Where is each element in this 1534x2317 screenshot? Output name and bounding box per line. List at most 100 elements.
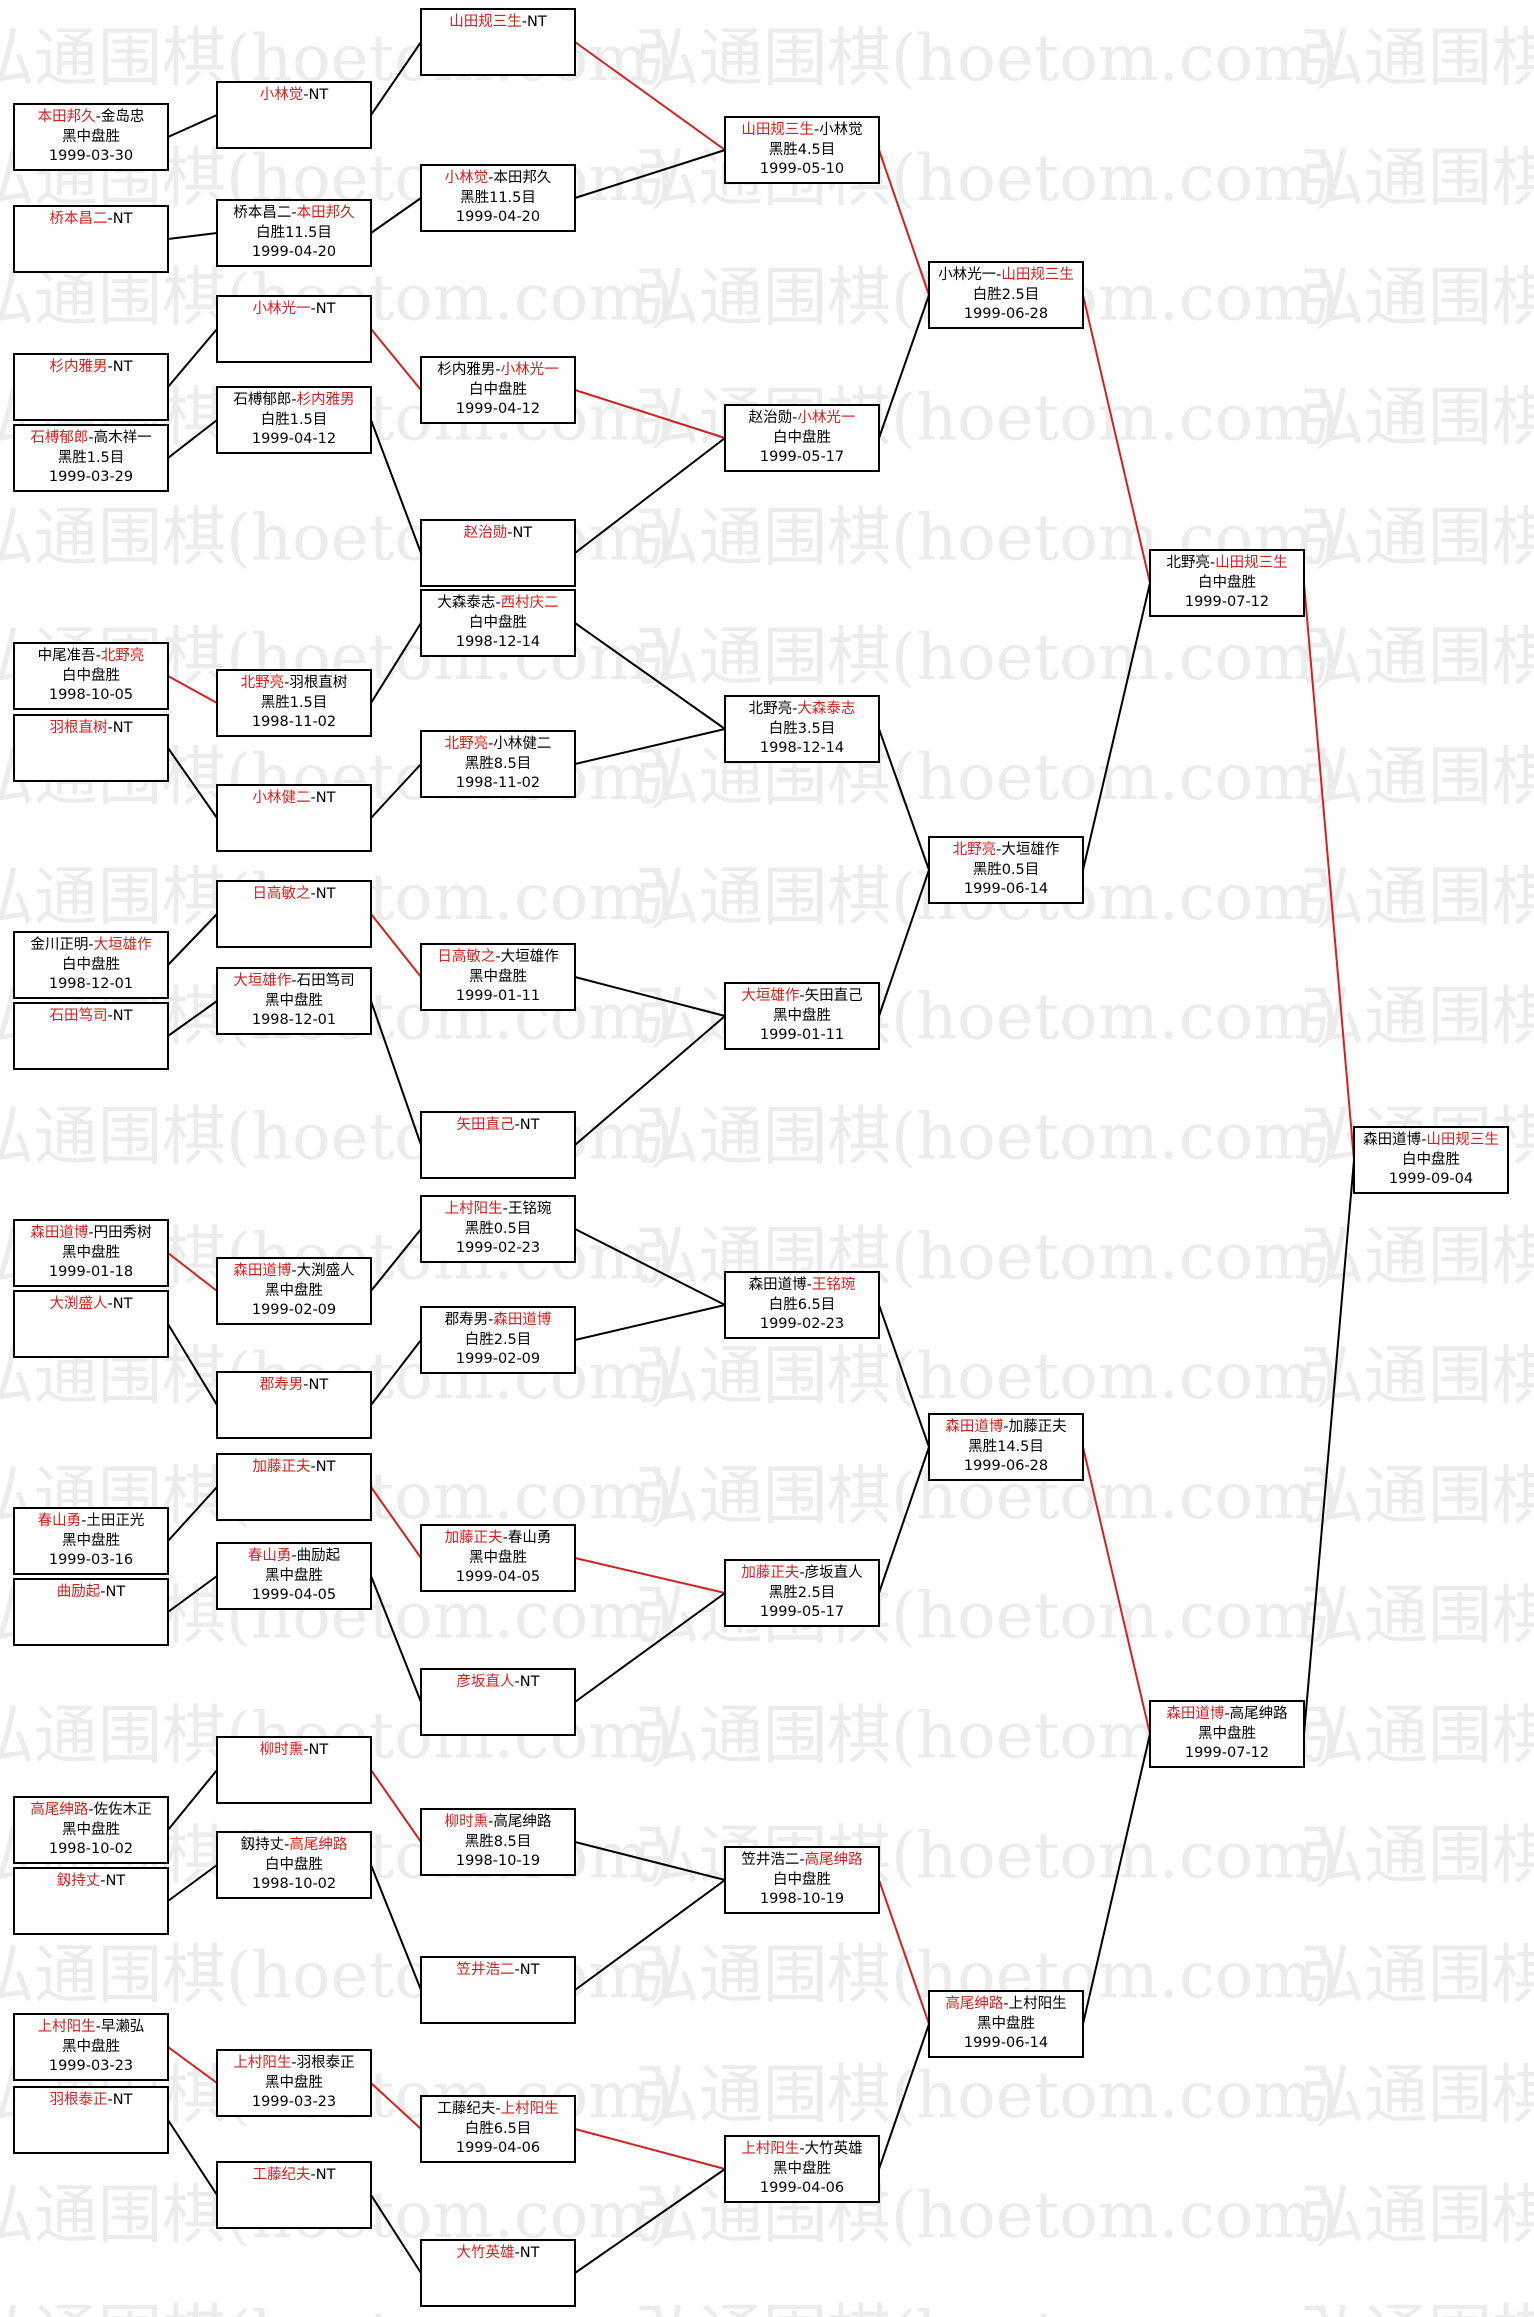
player-1-name: 大森泰志 xyxy=(437,594,495,611)
match-players: 大垣雄作-石田笃司 xyxy=(233,972,354,989)
match-box: 小林健二-NT xyxy=(216,784,372,852)
player-separator: - xyxy=(108,720,113,736)
match-box-border xyxy=(420,519,576,587)
match-players: 赵治勋-NT xyxy=(464,524,533,541)
player-2-name: NT xyxy=(113,211,133,227)
player-separator: - xyxy=(814,122,819,138)
player-separator: - xyxy=(284,675,289,691)
match-result: 黑中盘胜 xyxy=(265,2073,323,2091)
player-1-name: 笠井浩二 xyxy=(457,1961,515,1978)
player-separator: - xyxy=(1224,1706,1229,1722)
player-1-name: 森田道博 xyxy=(1363,1131,1421,1148)
bracket-connector xyxy=(878,1304,930,1448)
bracket-connector xyxy=(167,2046,218,2084)
match-date: 1999-04-05 xyxy=(456,1569,540,1585)
match-box-border xyxy=(13,424,169,492)
bracket-connector xyxy=(370,763,422,819)
match-date: 1998-10-05 xyxy=(49,687,133,703)
match-players: 工藤纪夫-NT xyxy=(253,2166,336,2183)
player-2-name: 王铭琬 xyxy=(812,1276,856,1293)
match-box-border xyxy=(724,1271,880,1339)
player-1-name: 小林觉 xyxy=(445,169,489,186)
player-1-name: 釼持丈 xyxy=(57,1872,101,1889)
bracket-connector xyxy=(878,2023,930,2170)
player-1-name: 釼持丈 xyxy=(241,1836,285,1853)
player-1-name: 柳时熏 xyxy=(260,1741,304,1758)
match-players: 北野亮-羽根直树 xyxy=(241,674,348,691)
match-players: 日高敏之-NT xyxy=(253,885,336,902)
player-2-name: 土田正光 xyxy=(86,1512,144,1529)
match-result: 黑胜1.5目 xyxy=(261,694,328,711)
player-1-name: 杉内雅男 xyxy=(437,361,495,378)
player-1-name: 金川正明 xyxy=(30,936,88,953)
match-date: 1999-03-23 xyxy=(252,2094,336,2110)
bracket-connector xyxy=(370,419,422,554)
bracket-connector xyxy=(1303,582,1355,1161)
player-1-name: 北野亮 xyxy=(1166,554,1210,571)
match-result: 白中盘胜 xyxy=(773,428,831,446)
player-2-name: NT xyxy=(513,525,533,541)
player-2-name: 本田邦久 xyxy=(493,169,551,186)
player-1-name: 北野亮 xyxy=(953,841,997,858)
bracket-connector xyxy=(574,1557,726,1594)
player-separator: - xyxy=(291,973,296,989)
match-players: 加藤正夫-春山勇 xyxy=(445,1529,552,1546)
match-box-border xyxy=(420,589,576,657)
match-box-border xyxy=(724,404,880,472)
match-players: 小林健二-NT xyxy=(253,789,336,806)
match-players: 北野亮-大垣雄作 xyxy=(953,841,1060,858)
player-separator: - xyxy=(291,205,296,221)
match-result: 白胜2.5目 xyxy=(973,286,1040,303)
match-players: 赵治勋-小林光一 xyxy=(749,409,856,426)
player-separator: - xyxy=(100,1584,105,1600)
match-box: 石田笃司-NT xyxy=(13,1002,169,1070)
match-box-border xyxy=(216,2161,372,2229)
match-result: 黑中盘胜 xyxy=(62,127,120,145)
match-box-border xyxy=(216,1831,372,1899)
match-date: 1999-04-06 xyxy=(760,2180,844,2196)
player-2-name: 早濑弘 xyxy=(101,2018,145,2035)
player-1-name: 上村阳生 xyxy=(38,2018,96,2035)
match-players: 大渕盛人-NT xyxy=(50,1295,133,1312)
match-box: 釼持丈-NT xyxy=(13,1867,169,1935)
match-box-border xyxy=(1149,1700,1305,1768)
player-separator: - xyxy=(488,1814,493,1830)
match-players: 石榑郁郎-杉内雅男 xyxy=(233,391,354,408)
player-1-name: 大竹英雄 xyxy=(457,2243,515,2261)
match-players: 大竹英雄-NT xyxy=(457,2243,540,2261)
player-1-name: 笠井浩二 xyxy=(741,1851,799,1868)
player-separator: - xyxy=(88,430,93,446)
match-box-border xyxy=(13,2013,169,2081)
player-separator: - xyxy=(311,2167,316,2183)
match-result: 白中盘胜 xyxy=(1198,573,1256,591)
player-1-name: 森田道博 xyxy=(30,1224,88,1241)
player-2-name: 羽根泰正 xyxy=(297,2054,355,2071)
player-separator: - xyxy=(291,1548,296,1564)
match-box-border xyxy=(13,1796,169,1864)
player-separator: - xyxy=(100,1873,105,1889)
bracket-connector xyxy=(167,675,218,704)
bracket-connector xyxy=(167,1486,218,1542)
match-players: 金川正明-大垣雄作 xyxy=(30,936,151,953)
match-players: 上村阳生-羽根泰正 xyxy=(233,2054,354,2071)
match-box-border xyxy=(216,2049,372,2117)
player-1-name: 春山勇 xyxy=(248,1547,292,1564)
bracket-connector xyxy=(167,328,218,388)
player-separator: - xyxy=(1003,1996,1008,2012)
match-date: 1999-05-17 xyxy=(760,1604,844,1620)
match-box-border xyxy=(724,1559,880,1627)
match-box: 笠井浩二-NT xyxy=(420,1956,576,2024)
match-date: 1999-01-11 xyxy=(456,988,540,1004)
player-separator: - xyxy=(495,949,500,965)
match-box: 加藤正夫-NT xyxy=(216,1453,372,1521)
match-players: 日高敏之-大垣雄作 xyxy=(437,948,558,965)
match-date: 1999-02-09 xyxy=(456,1351,540,1367)
player-1-name: 大垣雄作 xyxy=(233,972,291,989)
